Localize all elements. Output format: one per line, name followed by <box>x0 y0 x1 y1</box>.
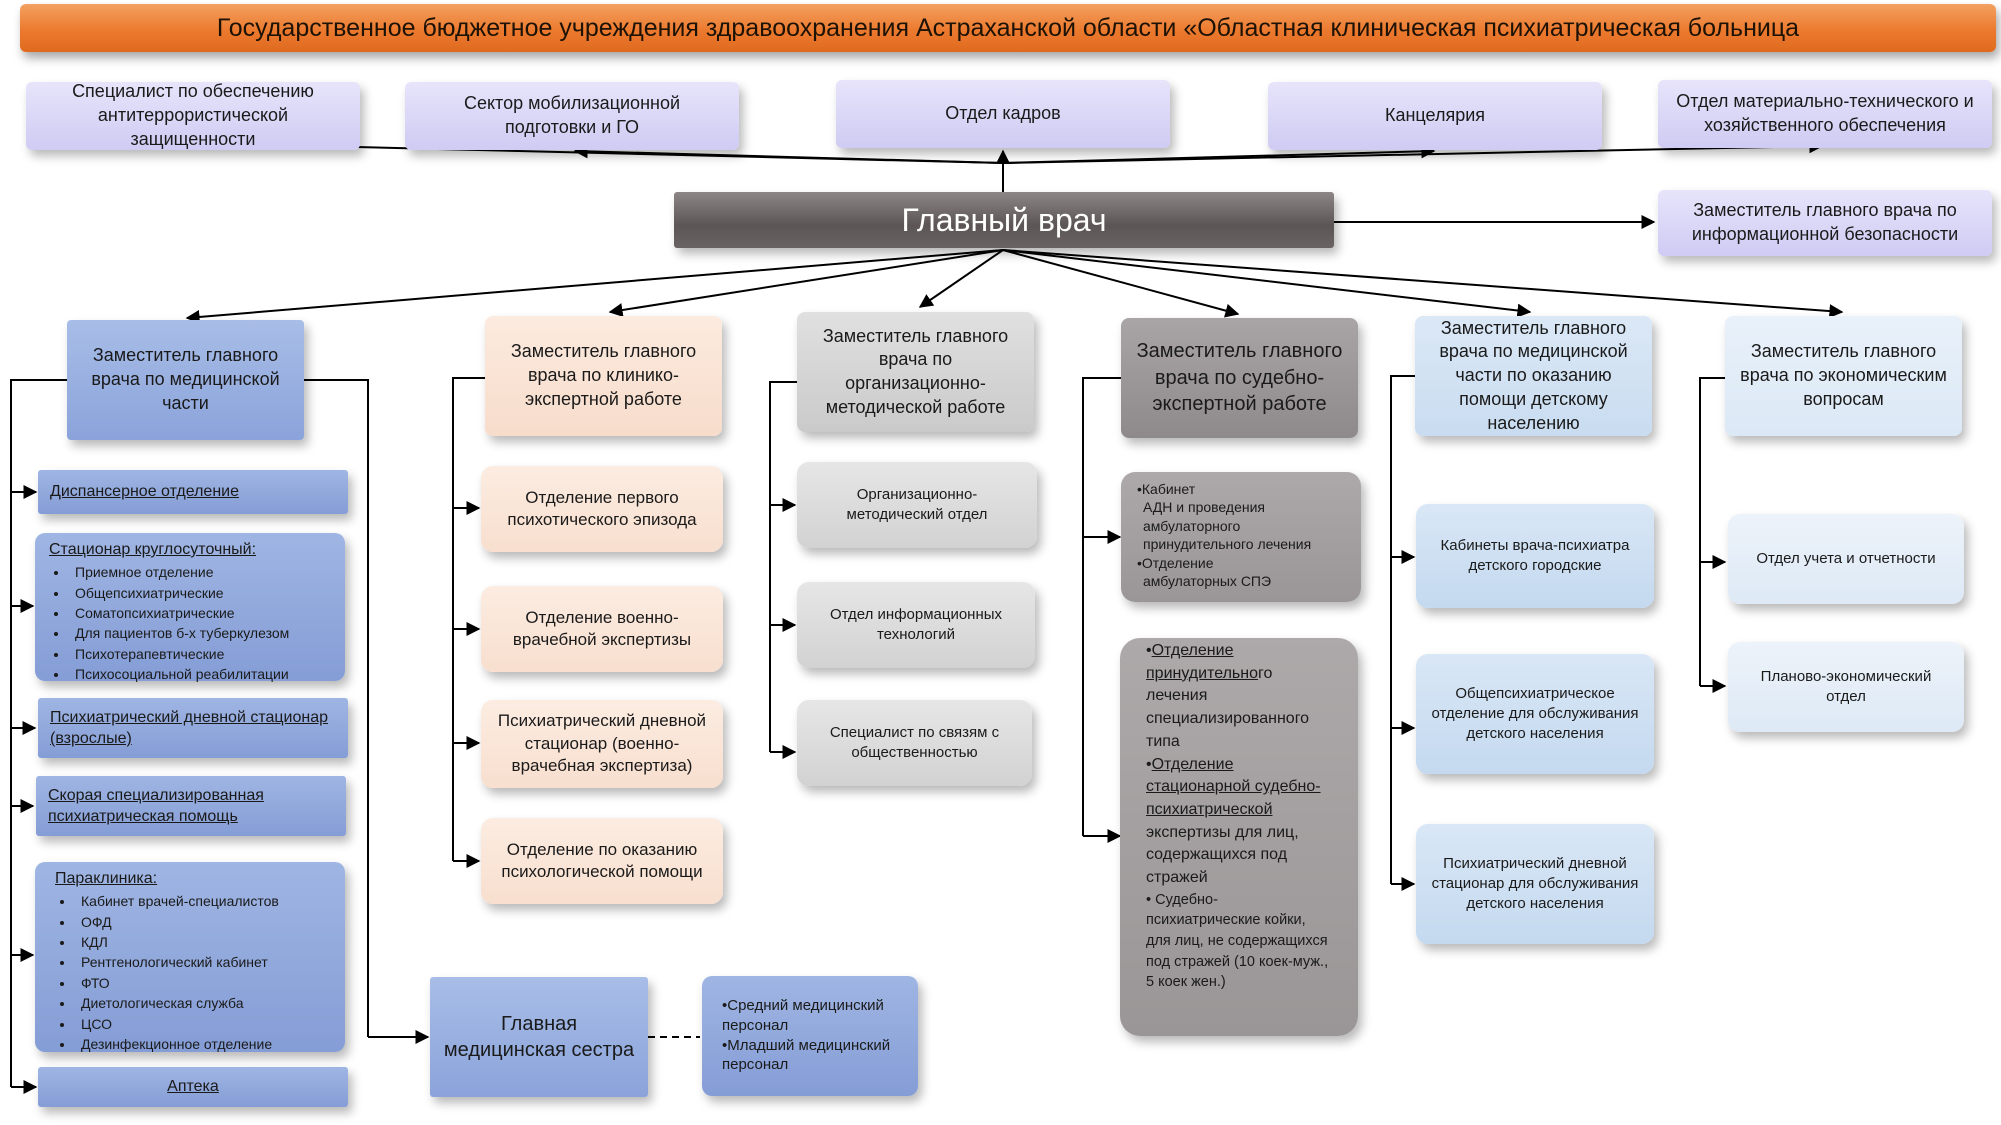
unit-day-hospital-military: Психиатрический дневной стационар (военн… <box>481 700 723 788</box>
unit-forensic-outpatient: •Кабинет АДН и проведения амбулаторного … <box>1121 472 1361 602</box>
unit-psych-help: Отделение по оказанию психологической по… <box>481 818 723 904</box>
list-item: Общепсихиатрические <box>69 583 331 603</box>
top-unit-logistics: Отдел материально-технического и хозяйст… <box>1658 80 1992 148</box>
unit-it-dept: Отдел информационных технологий <box>797 582 1035 668</box>
forensic-item: •Отделение <box>1137 554 1214 571</box>
top-unit-hr: Отдел кадров <box>836 80 1170 148</box>
deputy-info-security: Заместитель главного врача по информацио… <box>1658 190 1992 256</box>
nurse-staff: •Средний медицинский персонал •Младший м… <box>702 976 918 1096</box>
unit-public-relations: Специалист по связям с общественностью <box>797 700 1032 786</box>
list-item: ОФД <box>75 912 325 932</box>
list-item: Диетологическая служба <box>75 993 325 1013</box>
top-unit-antiterror: Специалист по обеспечению антитеррористи… <box>26 81 360 150</box>
list-item: Кабинет врачей-специалистов <box>75 891 325 911</box>
forensic-item: амбулаторных СПЭ <box>1143 573 1272 590</box>
unit-first-episode: Отделение первого психотического эпизода <box>481 466 723 552</box>
unit-paraclinic: Параклиника: Кабинет врачей-специалистов… <box>35 862 345 1052</box>
top-unit-mobilization: Сектор мобилизационной подготовки и ГО <box>405 82 739 150</box>
chief-physician: Главный врач <box>674 192 1334 248</box>
unit-org-method-dept: Организационно-методический отдел <box>797 462 1037 548</box>
forensic-beds: • Судебно-психиатрические койки, для лиц… <box>1146 891 1329 991</box>
list-item: ФТО <box>75 973 325 993</box>
forensic-item: АДН и проведения амбулаторного принудите… <box>1143 499 1312 553</box>
unit-child-general-ward: Общепсихиатрическое отделение для обслуж… <box>1416 654 1654 774</box>
unit-dispensary: Диспансерное отделение <box>38 470 348 514</box>
list-item: Рентгенологический кабинет <box>75 952 325 972</box>
hospital-heading: Стационар круглосуточный: <box>49 541 257 558</box>
unit-child-day-hospital: Психиатрический дневной стационар для об… <box>1416 824 1654 944</box>
unit-military-expertise: Отделение военно-врачебной экспертизы <box>481 586 723 672</box>
list-item: Приемное отделение <box>69 562 331 582</box>
unit-forensic-inpatient: •Отделение принудительного лечения специ… <box>1120 638 1358 1036</box>
deputy-org-method: Заместитель главного врача по организаци… <box>797 312 1034 432</box>
list-item: Соматопсихиатрические <box>69 603 331 623</box>
deputy-clinical-expert: Заместитель главного врача по клинико-эк… <box>485 316 722 436</box>
deputy-medical: Заместитель главного врача по медицинско… <box>67 320 304 440</box>
list-item: КДЛ <box>75 932 325 952</box>
deputy-economic: Заместитель главного врача по экономичес… <box>1725 316 1962 436</box>
list-item: ЦСО <box>75 1014 325 1034</box>
forensic-compulsory: •Отделение принудительного лечения специ… <box>1146 642 1310 750</box>
unit-planning-economic: Планово-экономический отдел <box>1728 642 1964 732</box>
unit-pharmacy: Аптека <box>38 1067 348 1107</box>
head-nurse: Главная медицинская сестра <box>430 977 648 1097</box>
deputy-children: Заместитель главного врача по медицинско… <box>1415 316 1652 436</box>
page-title: Государственное бюджетное учреждения здр… <box>20 4 1996 52</box>
forensic-item: •Кабинет <box>1137 481 1196 497</box>
list-item: Для пациентов б-х туберкулезом <box>69 623 331 643</box>
nurse-staff-middle: •Средний медицинский персонал <box>722 997 884 1034</box>
paraclinic-heading: Параклиника: <box>55 870 158 887</box>
list-item: Психотерапевтические <box>69 644 331 664</box>
unit-day-hospital: Психиатрический дневной стационар (взрос… <box>38 698 348 758</box>
list-item: Психосоциальной реабилитации <box>69 664 331 684</box>
unit-ambulance: Скорая специализированная психиатрическа… <box>36 776 346 836</box>
unit-accounting: Отдел учета и отчетности <box>1728 514 1964 604</box>
forensic-expertise: •Отделение стационарной судебно-психиатр… <box>1146 755 1321 887</box>
top-unit-chancellery: Канцелярия <box>1268 82 1602 150</box>
list-item: Дезинфекционное отделение <box>75 1034 325 1054</box>
unit-child-psychiatrist-offices: Кабинеты врача-психиатра детского городс… <box>1416 504 1654 608</box>
deputy-forensic: Заместитель главного врача по судебно-эк… <box>1121 318 1358 438</box>
nurse-staff-junior: •Младший медицинский персонал <box>722 1036 891 1074</box>
unit-hospital: Стационар круглосуточный: Приемное отдел… <box>35 533 345 684</box>
